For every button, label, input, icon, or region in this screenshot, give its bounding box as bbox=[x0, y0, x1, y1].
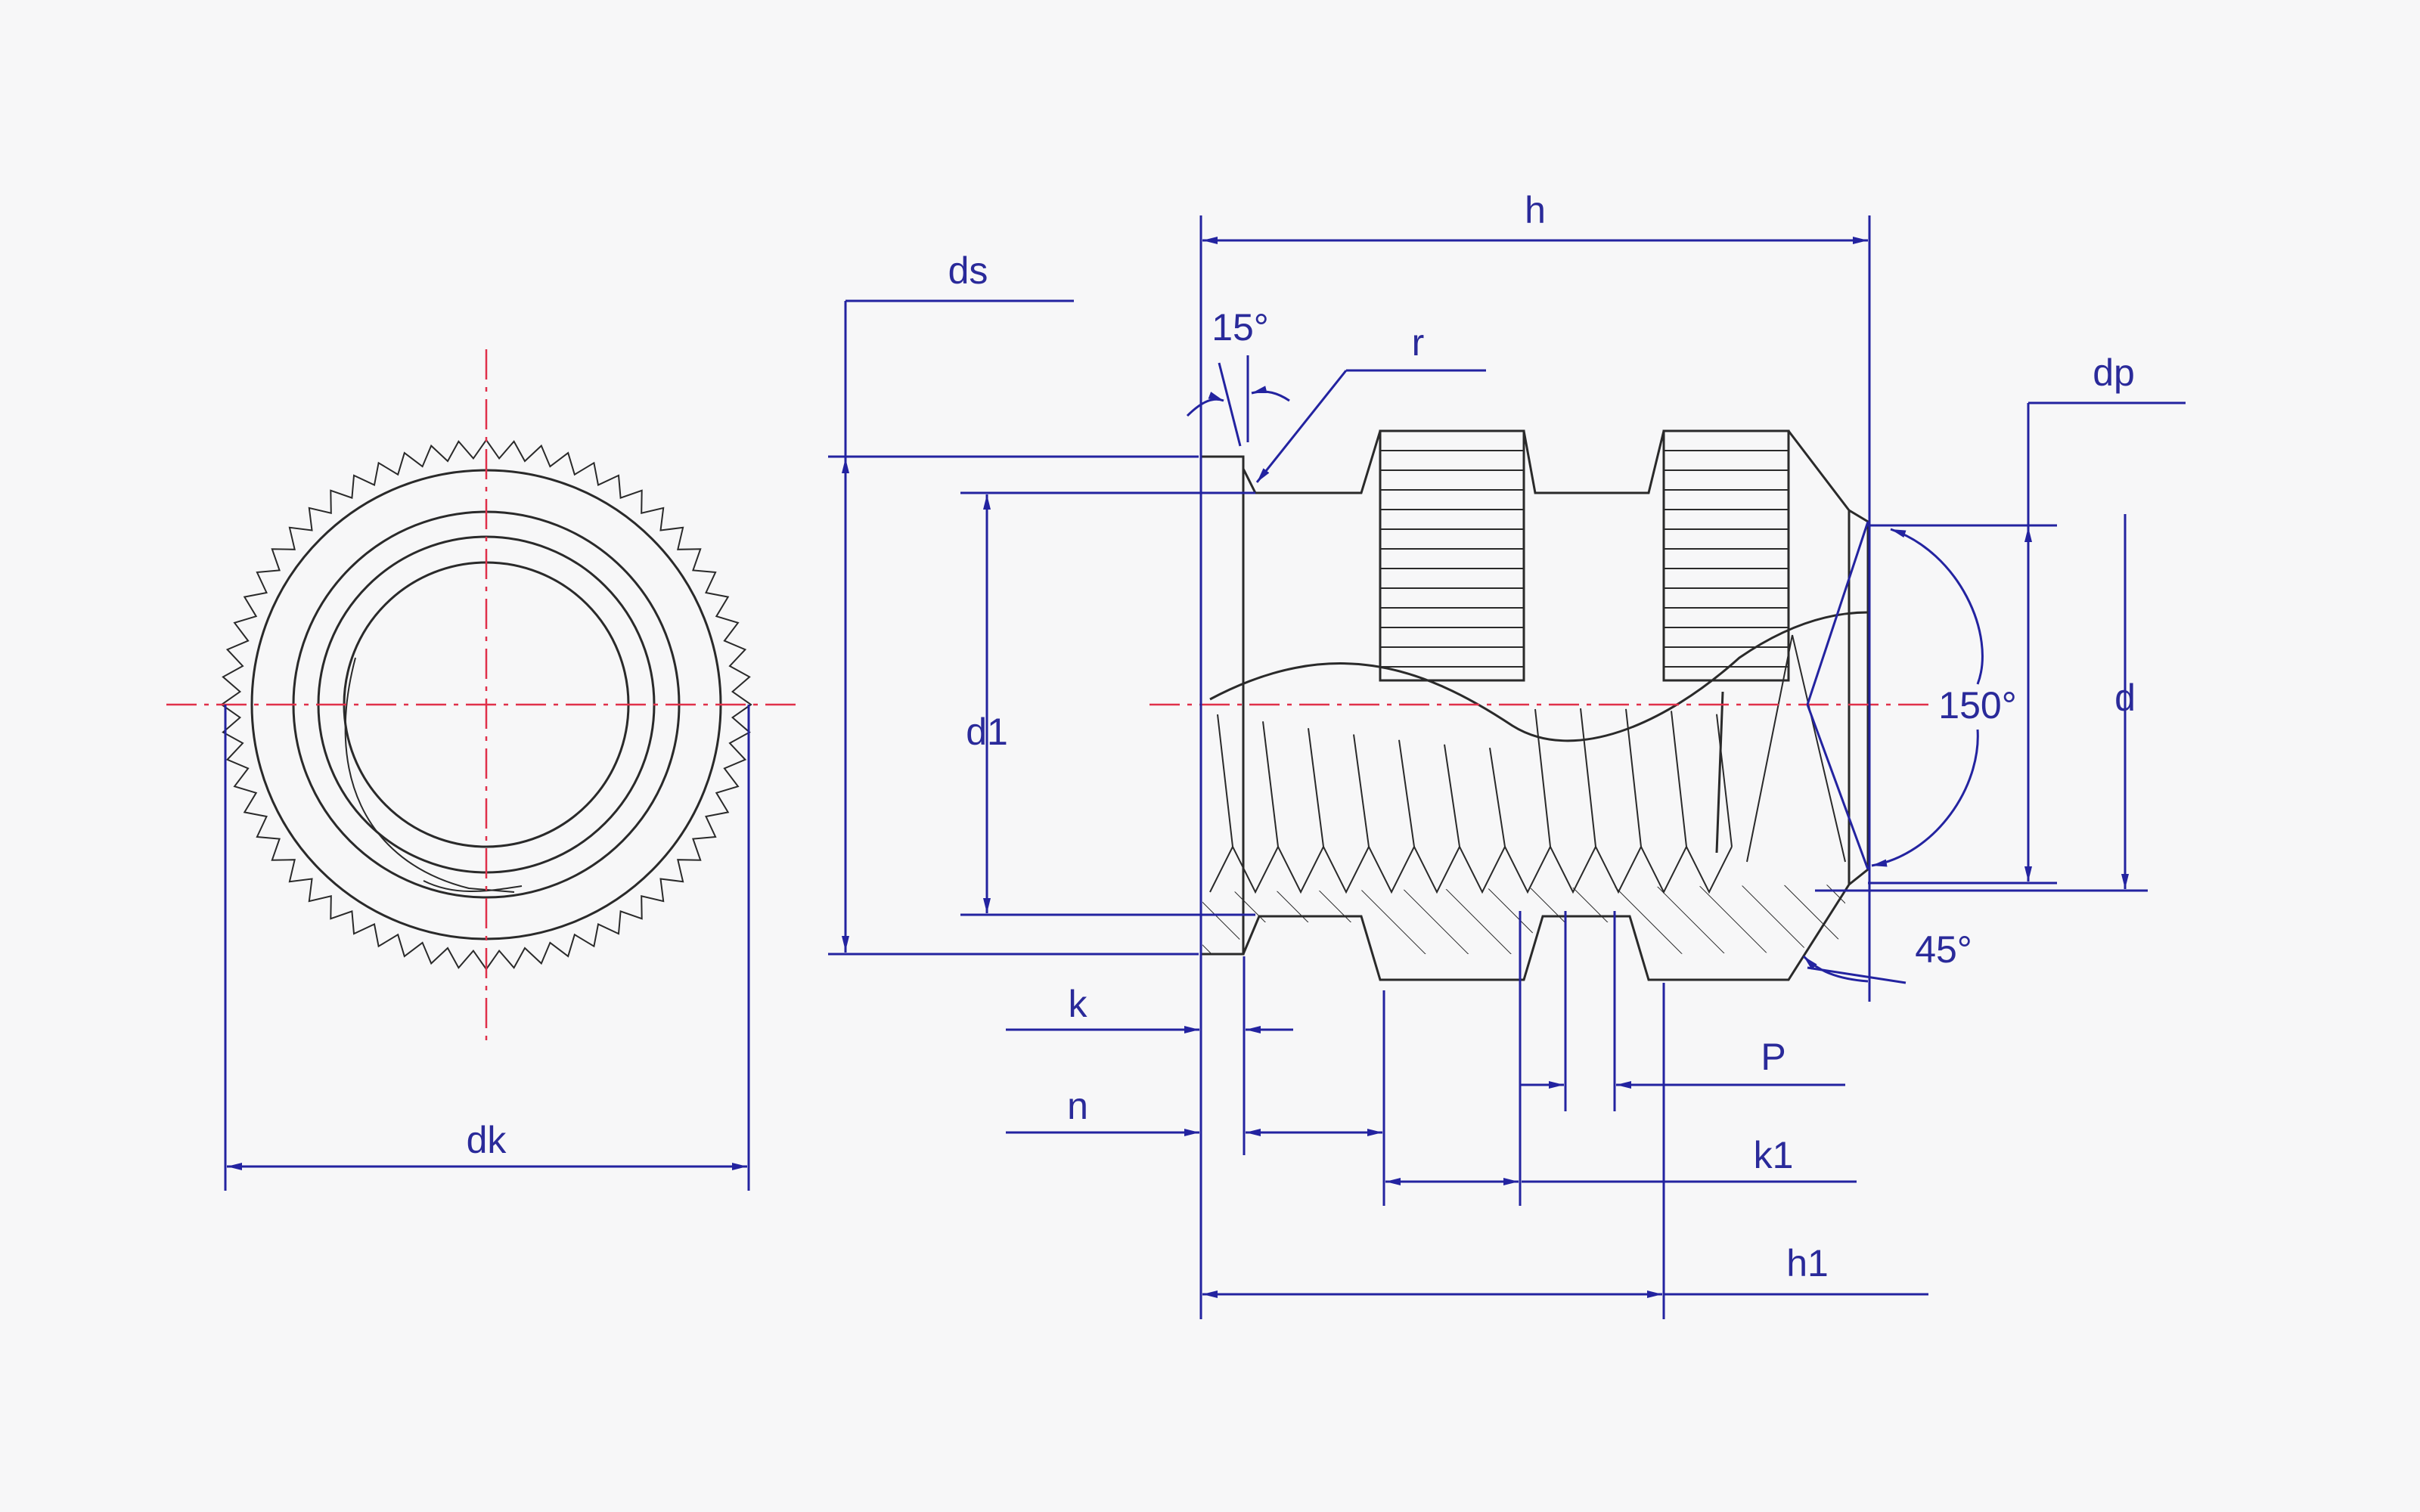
thread-flank-line bbox=[1580, 708, 1596, 847]
thread-flank-line bbox=[1262, 721, 1279, 847]
dimension-d: d bbox=[1815, 514, 2148, 892]
dimension-k1: k1 bbox=[1385, 983, 1857, 1319]
nose-chamfer bbox=[1848, 509, 1869, 886]
side-view bbox=[1150, 429, 1936, 981]
label-angle-45: 45° bbox=[1915, 928, 1972, 971]
knurl-band-1 bbox=[1379, 429, 1525, 682]
label-r: r bbox=[1412, 321, 1425, 364]
label-d: d bbox=[2114, 677, 2136, 719]
dimension-k: k bbox=[1006, 956, 1293, 1155]
thread-flank-line bbox=[1444, 744, 1460, 847]
thread-flank-line bbox=[1217, 714, 1233, 847]
thread-flank-line bbox=[1534, 708, 1551, 847]
label-dp: dp bbox=[2093, 352, 2135, 394]
label-h1: h1 bbox=[1786, 1242, 1829, 1284]
thread-flank-line bbox=[1353, 734, 1370, 847]
dimension-h: h bbox=[1199, 189, 1871, 1319]
label-k1: k1 bbox=[1754, 1134, 1794, 1176]
dimension-dp: dp bbox=[1868, 352, 2186, 885]
label-d1: d1 bbox=[966, 711, 1008, 753]
dimension-angle-150: 150° bbox=[1806, 521, 2017, 870]
dimension-angle-15: 15° bbox=[1186, 306, 1290, 447]
section-hatch bbox=[1202, 885, 1845, 954]
label-h: h bbox=[1525, 189, 1546, 231]
dimension-d1: d1 bbox=[960, 491, 1255, 916]
knurl-band-2-lines bbox=[1664, 450, 1789, 668]
thread-flank-line bbox=[1489, 748, 1506, 847]
thread-end-mark bbox=[1715, 691, 1724, 854]
dimension-P: P bbox=[1519, 911, 1845, 1206]
dimension-dk: dk bbox=[224, 705, 750, 1191]
knurl-band-1-lines bbox=[1380, 450, 1524, 668]
body-outline-bottom bbox=[1242, 884, 1851, 981]
thread-helix bbox=[344, 657, 523, 893]
label-angle-150: 150° bbox=[1938, 684, 2016, 727]
dimension-ds: ds bbox=[828, 249, 1199, 956]
label-P: P bbox=[1761, 1036, 1786, 1078]
label-angle-15: 15° bbox=[1212, 306, 1269, 349]
internal-thread-flanks bbox=[1217, 708, 1733, 847]
dimension-r: r bbox=[1255, 321, 1486, 483]
thread-flank-line bbox=[1398, 739, 1415, 847]
thread-flank-line bbox=[1716, 714, 1733, 847]
internal-thread-profile bbox=[1209, 844, 1733, 894]
dimension-n: n bbox=[1006, 990, 1385, 1206]
thread-flank-line bbox=[1671, 711, 1687, 847]
thread-flank-line bbox=[1308, 728, 1324, 847]
front-view bbox=[166, 349, 802, 1047]
nose-inner-line bbox=[1746, 634, 1846, 863]
thread-flank-line bbox=[1625, 708, 1642, 847]
knurl-band-2 bbox=[1662, 429, 1790, 682]
label-n: n bbox=[1067, 1085, 1088, 1127]
label-k: k bbox=[1069, 983, 1088, 1025]
dimension-h1: h1 bbox=[1202, 1242, 1928, 1298]
dimension-angle-45: 45° bbox=[1802, 928, 1972, 984]
label-ds: ds bbox=[948, 249, 988, 292]
cutaway-boundary bbox=[1209, 611, 1869, 742]
label-dk: dk bbox=[467, 1119, 507, 1161]
